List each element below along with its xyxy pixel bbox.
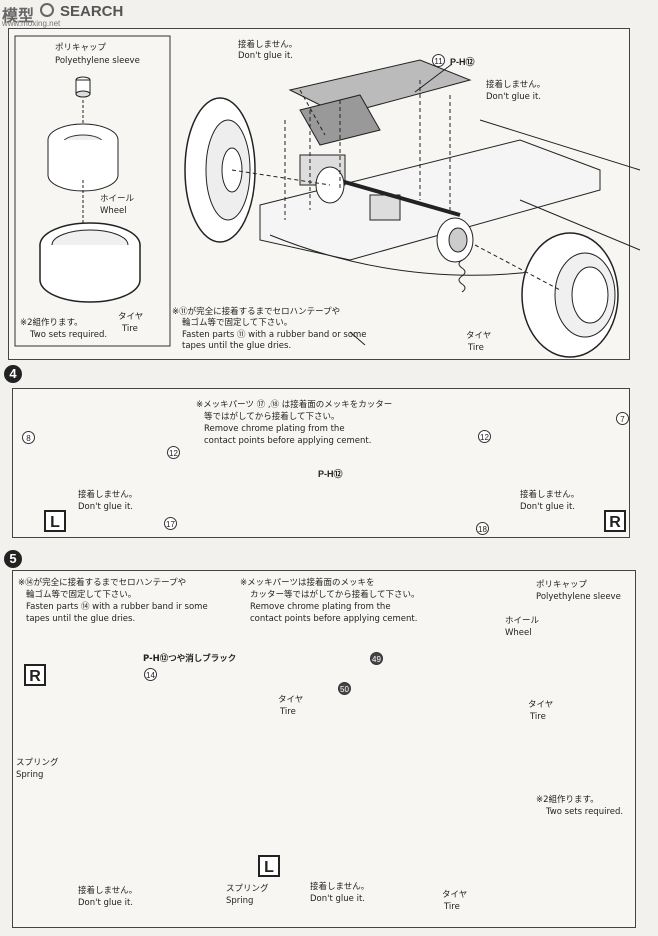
step-5-badge: 5 bbox=[4, 550, 22, 568]
step5-chrome-en-2: contact points before applying cement. bbox=[250, 614, 418, 624]
ph-ref-top: P-H⑫ bbox=[450, 57, 475, 67]
part-18-label: 18 bbox=[476, 522, 489, 535]
step5-fasten-en-2: tapes until the glue dries. bbox=[26, 614, 136, 624]
tire-drawing bbox=[39, 222, 141, 303]
step-4-badge: 4 bbox=[4, 365, 22, 383]
step4-chrome-en-1: Remove chrome plating from the bbox=[204, 424, 345, 434]
search-label: SEARCH bbox=[60, 3, 124, 20]
inset-tire-en: Tire bbox=[530, 712, 546, 722]
inset-two-sets-en: Two sets required. bbox=[546, 807, 624, 817]
dont-glue-right-jp: 接着しません。 bbox=[486, 80, 546, 90]
left-side-marker: L bbox=[44, 510, 66, 532]
spring-label-jp: スプリング bbox=[16, 758, 59, 768]
fasten-note-jp-1: ※⑪が完全に接着するまでセロハンテープや bbox=[172, 307, 341, 317]
step5-ph-note: P-H⑫つや消しブラック bbox=[143, 654, 237, 664]
part-17-label: 17 bbox=[164, 517, 177, 530]
wheel-label-en: Wheel bbox=[100, 206, 127, 216]
step4-chrome-en-2: contact points before applying cement. bbox=[204, 436, 372, 446]
dashed-guide-lines bbox=[231, 80, 561, 291]
step5-dont-glue-b-jp: 接着しません。 bbox=[310, 882, 370, 892]
step5-dont-glue-b-en: Don't glue it. bbox=[310, 894, 365, 904]
fasten-note-en-2: tapes until the glue dries. bbox=[182, 341, 292, 351]
polycap-label-jp: ポリキャップ bbox=[55, 43, 107, 53]
part-12-right-label: 12 bbox=[478, 430, 491, 443]
step5-fasten-jp-2: 輪ゴム等で固定して下さい。 bbox=[26, 590, 137, 600]
rear-tire-drawing bbox=[521, 232, 619, 358]
spring2-label-jp: スプリング bbox=[226, 884, 269, 894]
fasten-note-en-1: Fasten parts ⑪ with a rubber band or som… bbox=[182, 330, 367, 340]
step4-dont-glue-l-jp: 接着しません。 bbox=[78, 490, 138, 500]
part-50-label: 50 bbox=[338, 682, 351, 695]
watermark-logo: 模型 SEARCH www.moxing.net bbox=[2, 2, 152, 30]
tire-label-en: Tire bbox=[122, 324, 138, 334]
logo-text: 模型 bbox=[2, 8, 35, 25]
dont-glue-top-en: Don't glue it. bbox=[238, 51, 293, 61]
tire-label-jp: タイヤ bbox=[118, 312, 144, 322]
right-side-marker: R bbox=[604, 510, 626, 532]
step5-fasten-en-1: Fasten parts ⑭ with a rubber band ir som… bbox=[26, 602, 208, 612]
step5-fasten-jp-1: ※⑭が完全に接着するまでセロハンテープや bbox=[18, 578, 187, 588]
part-11-label: 11 bbox=[432, 54, 445, 67]
dont-glue-top-jp: 接着しません。 bbox=[238, 40, 298, 50]
step4-dont-glue-l-en: Don't glue it. bbox=[78, 502, 133, 512]
step4-chrome-jp-2: 等ではがしてから接着して下さい。 bbox=[204, 412, 340, 422]
inset-wheel-jp: ホイール bbox=[505, 616, 540, 626]
step4-dont-glue-r-en: Don't glue it. bbox=[520, 502, 575, 512]
inset-polycap-jp: ポリキャップ bbox=[536, 580, 588, 590]
two-sets-jp: ※2組作ります。 bbox=[20, 318, 83, 328]
part-49-label: 49 bbox=[370, 652, 383, 665]
tire-right-jp: タイヤ bbox=[466, 331, 492, 341]
inset-wheel-en: Wheel bbox=[505, 628, 532, 638]
step5-dont-glue-a-en: Don't glue it. bbox=[78, 898, 133, 908]
inset-two-sets-jp: ※2組作ります。 bbox=[536, 795, 599, 805]
magnifier-icon bbox=[40, 3, 54, 17]
tire-right-en: Tire bbox=[468, 343, 484, 353]
step4-dont-glue-r-jp: 接着しません。 bbox=[520, 490, 580, 500]
step5-left-marker: L bbox=[258, 855, 280, 877]
fasten-note-jp-2: 輪ゴム等で固定して下さい。 bbox=[182, 318, 293, 328]
spring2-label-en: Spring bbox=[226, 896, 254, 906]
step5-right-marker: R bbox=[24, 664, 46, 686]
step4-ph-ref: P-H⑫ bbox=[318, 469, 343, 479]
part-7-label: 7 bbox=[616, 412, 629, 425]
step5-chrome-jp-2: カッター等ではがしてから接着して下さい。 bbox=[250, 590, 420, 600]
step5-tire-a-jp: タイヤ bbox=[278, 695, 304, 705]
wheel-drawing bbox=[47, 123, 119, 192]
step5-tire-a-en: Tire bbox=[280, 707, 296, 717]
panel-step-4 bbox=[12, 388, 630, 538]
step5-tire-b-jp: タイヤ bbox=[442, 890, 468, 900]
step5-chrome-jp-1: ※メッキパーツは接着面のメッキを bbox=[240, 578, 375, 588]
part-14-label: 14 bbox=[144, 668, 157, 681]
two-sets-en: Two sets required. bbox=[30, 330, 108, 340]
step4-chrome-jp-1: ※メッキパーツ ⑰ ,⑱ は接着面のメッキをカッター bbox=[196, 400, 393, 410]
step5-tire-b-en: Tire bbox=[444, 902, 460, 912]
part-12-left-label: 12 bbox=[167, 446, 180, 459]
polycap-drawing bbox=[75, 76, 91, 98]
polycap-label-en: Polyethylene sleeve bbox=[55, 56, 140, 66]
inset-tire-jp: タイヤ bbox=[528, 700, 554, 710]
spring-label-en: Spring bbox=[16, 770, 44, 780]
inset-polycap-en: Polyethylene sleeve bbox=[536, 592, 621, 602]
site-url: www.moxing.net bbox=[2, 19, 61, 28]
step5-dont-glue-a-jp: 接着しません。 bbox=[78, 886, 138, 896]
step5-chrome-en-1: Remove chrome plating from the bbox=[250, 602, 391, 612]
part-8-label: 8 bbox=[22, 431, 35, 444]
wheel-label-jp: ホイール bbox=[100, 194, 135, 204]
dont-glue-right-en: Don't glue it. bbox=[486, 92, 541, 102]
panel-step-5 bbox=[12, 570, 636, 928]
